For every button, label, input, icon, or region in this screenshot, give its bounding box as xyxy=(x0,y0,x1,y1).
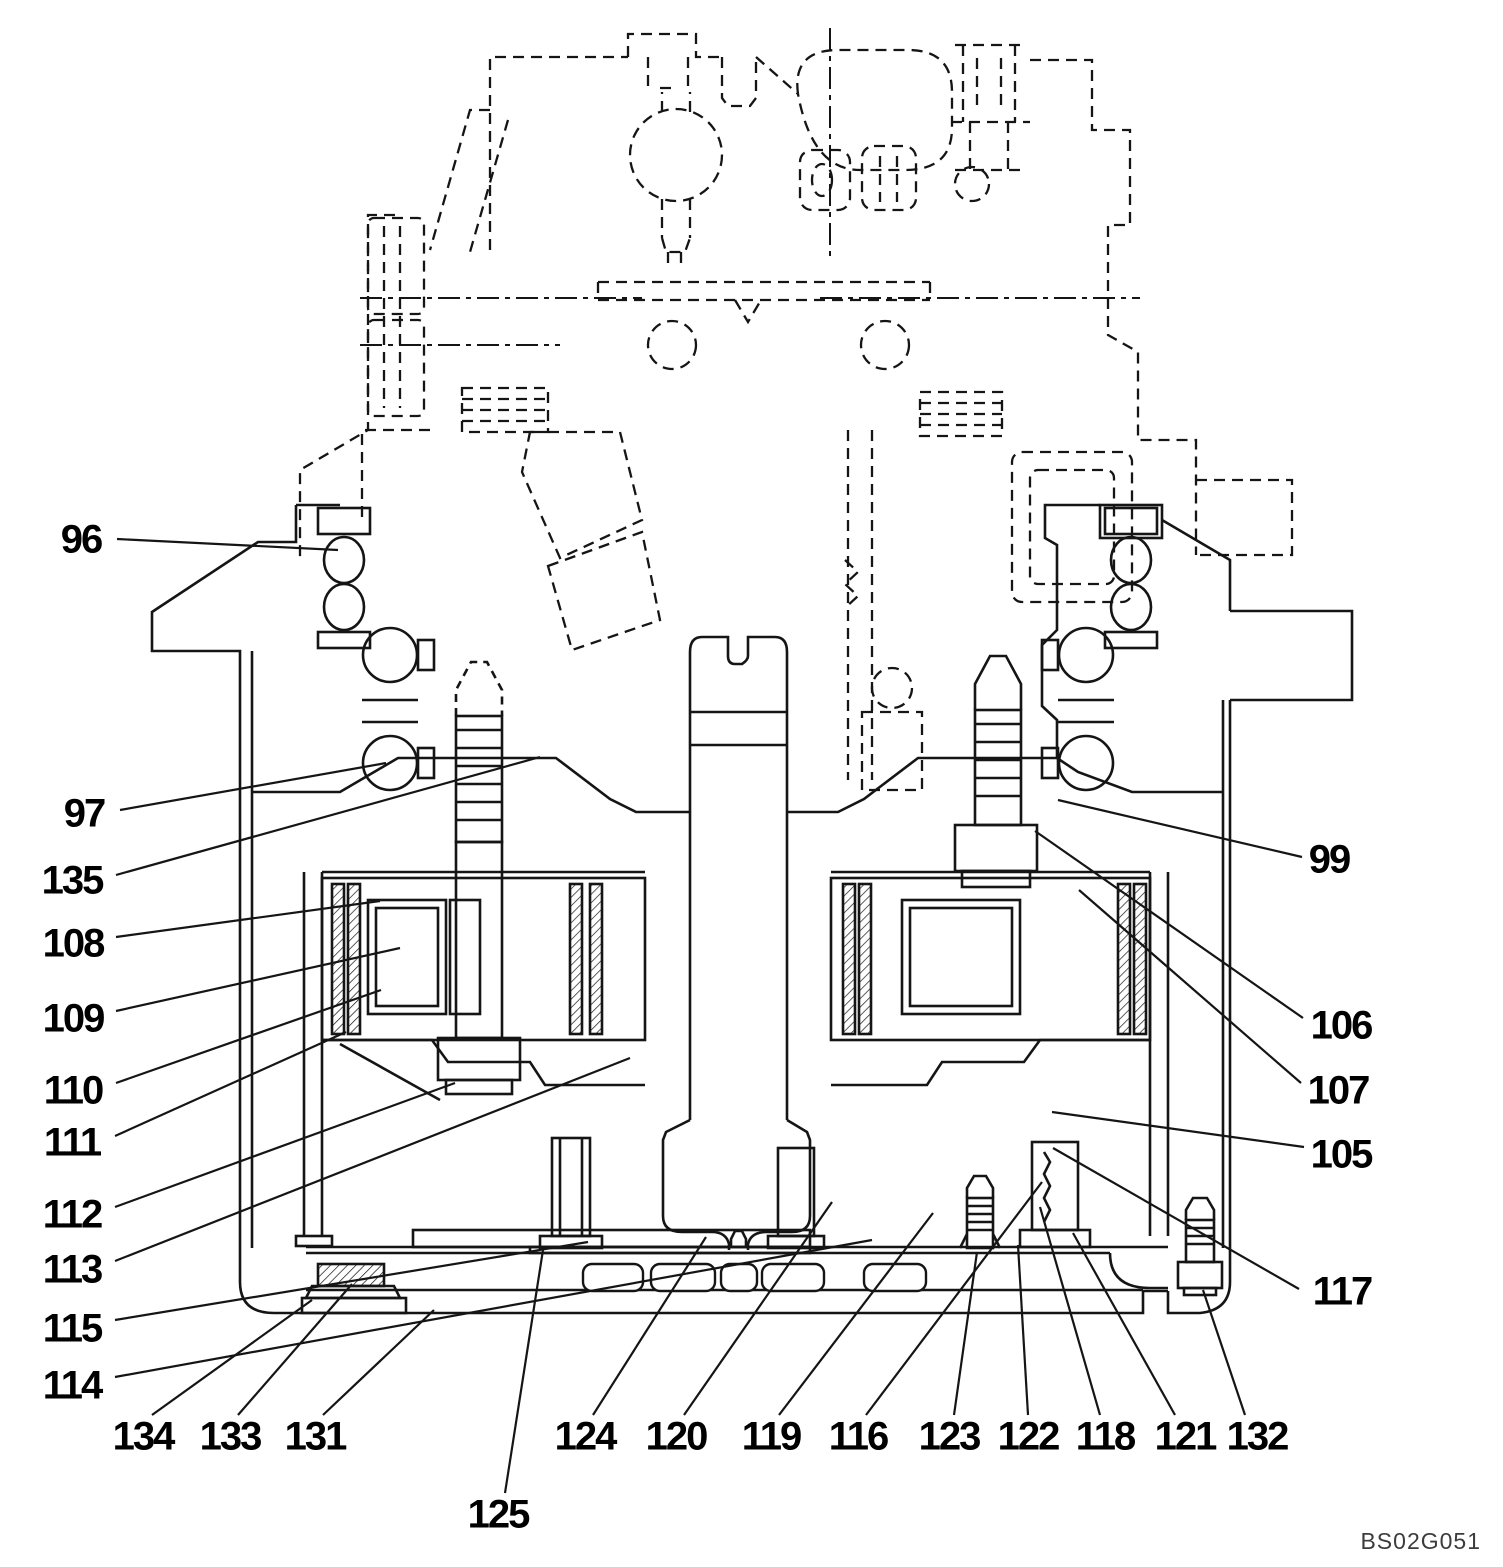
leader-line-134 xyxy=(151,1299,313,1416)
leader-line-105 xyxy=(1051,1110,1305,1149)
bottom-plate-recesses xyxy=(581,1262,928,1293)
leader-line-115 xyxy=(114,1240,589,1322)
leader-line-124 xyxy=(592,1236,707,1416)
leader-line-125 xyxy=(503,1249,545,1494)
leader-line-120 xyxy=(683,1201,833,1416)
leader-line-96 xyxy=(116,537,339,552)
leader-line-133 xyxy=(237,1283,353,1416)
leader-line-97 xyxy=(119,761,387,812)
leader-line-111 xyxy=(114,1030,347,1138)
leader-lines xyxy=(114,537,1305,1494)
leader-line-118 xyxy=(1038,1206,1102,1416)
leader-line-117 xyxy=(1052,1147,1300,1290)
leader-line-119 xyxy=(778,1212,934,1416)
figure-code: BS02G051 xyxy=(1360,1528,1481,1554)
leader-line-114 xyxy=(114,1238,873,1379)
leader-line-116 xyxy=(865,1181,1043,1416)
leader-line-112 xyxy=(114,1081,456,1209)
leader-line-106 xyxy=(1034,830,1304,1019)
leader-line-99 xyxy=(1057,798,1303,859)
upper-motor-assembly-phantom xyxy=(298,32,1294,792)
center-axis-lines xyxy=(360,28,1140,346)
leader-line-113 xyxy=(114,1056,631,1263)
leader-line-107 xyxy=(1078,889,1302,1084)
leader-line-122 xyxy=(1016,1244,1030,1416)
leader-line-108 xyxy=(115,899,381,939)
leader-line-135 xyxy=(115,755,541,877)
leader-line-123 xyxy=(952,1251,979,1416)
gearbox-case-section xyxy=(150,503,1354,1315)
leader-line-131 xyxy=(322,1309,435,1416)
leader-line-121 xyxy=(1072,1232,1176,1416)
leader-line-132 xyxy=(1201,1289,1247,1416)
leader-line-109 xyxy=(115,946,401,1013)
leader-line-110 xyxy=(115,988,382,1085)
